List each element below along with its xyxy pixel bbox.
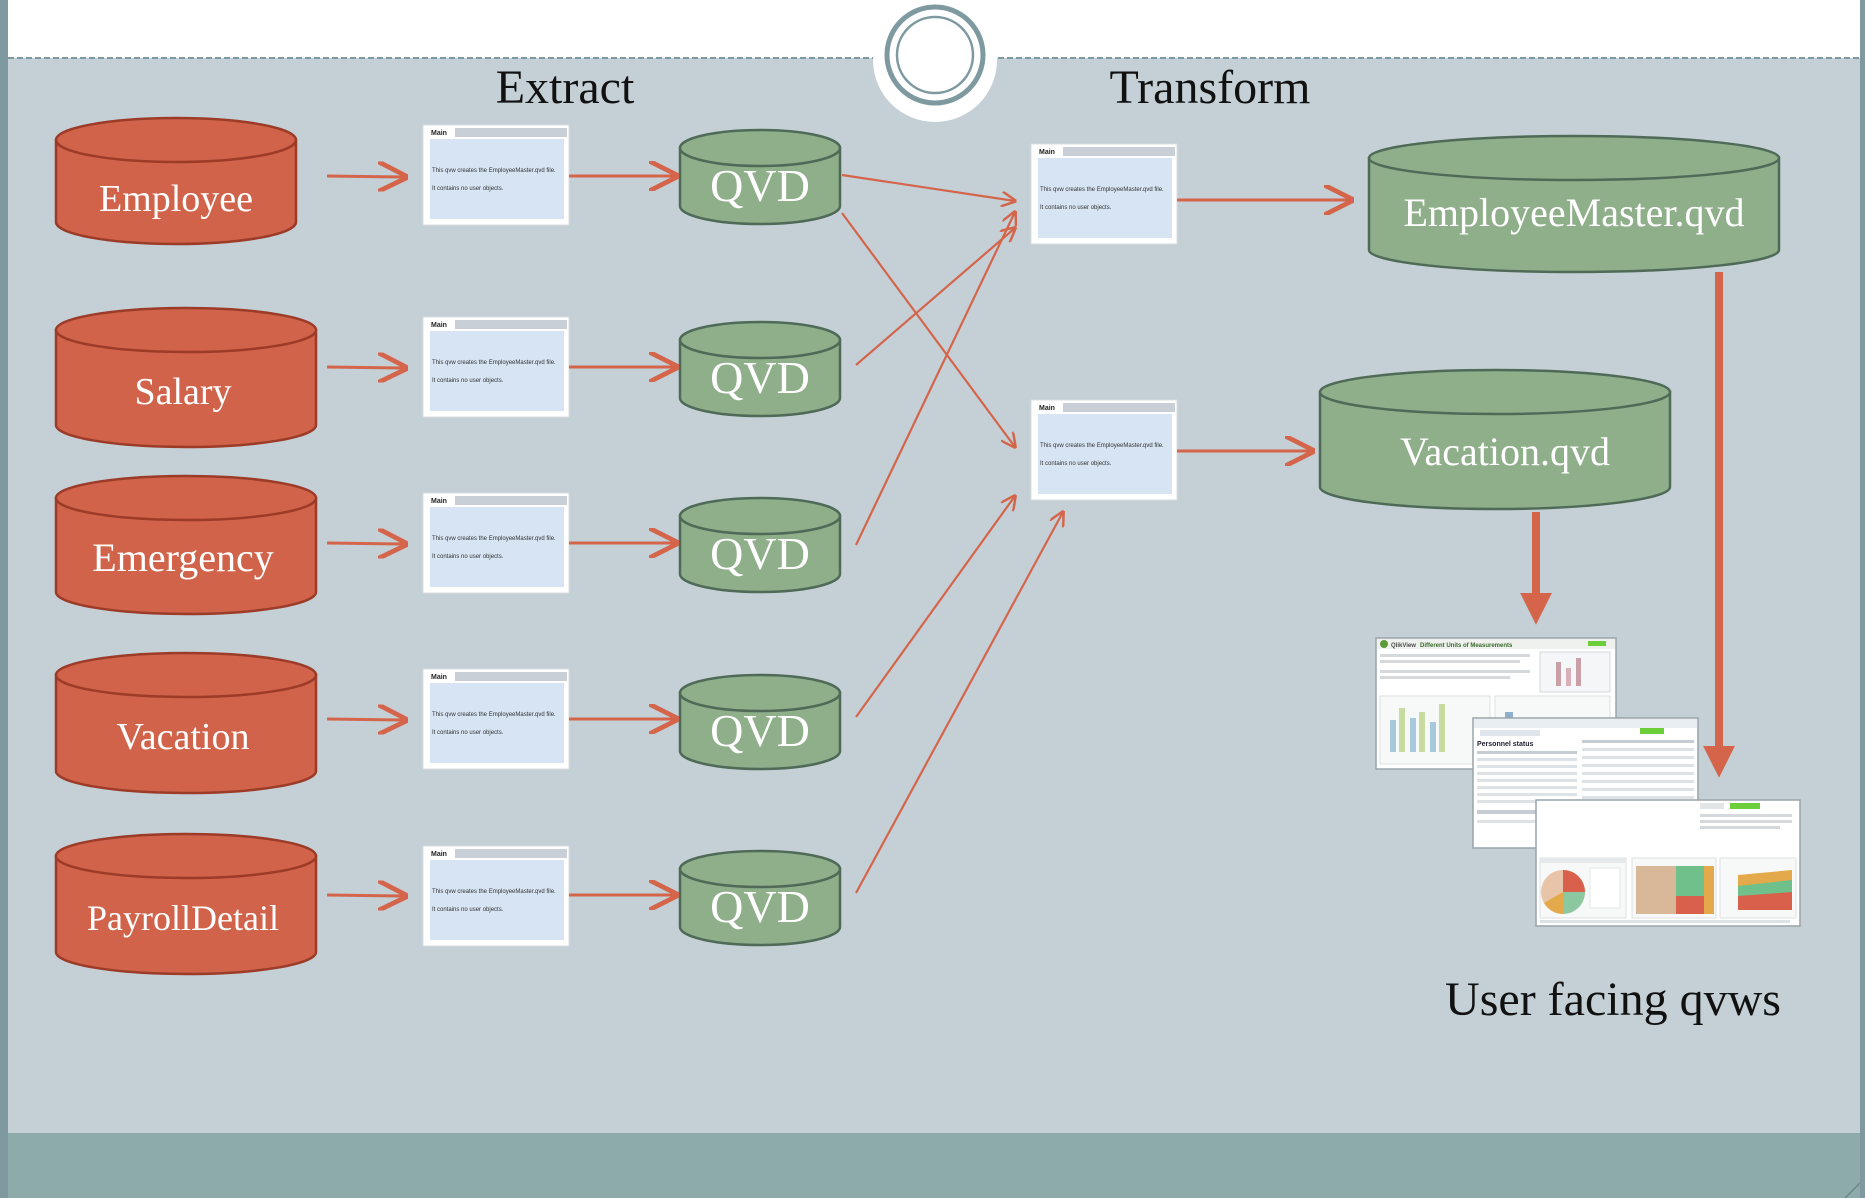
output-cylinder-vacation: Vacation.qvd	[1318, 368, 1672, 511]
output-label: EmployeeMaster.qvd	[1403, 190, 1744, 235]
source-cylinder-vacation: Vacation	[54, 651, 318, 795]
qvd-cylinder-1: QVD	[678, 128, 842, 226]
extract-qvw-3: Main This qvw creates the EmployeeMaster…	[422, 492, 570, 594]
source-cylinder-payrolldetail: PayrollDetail	[54, 832, 318, 976]
user-qvw-thumbnail-3	[1535, 799, 1801, 927]
svg-text:It contains no user objects.: It contains no user objects.	[432, 378, 504, 384]
svg-text:This qvw creates the EmployeeM: This qvw creates the EmployeeMaster.qvd …	[432, 360, 556, 366]
arrows-transform-in	[841, 173, 1063, 894]
svg-text:This qvw creates the EmployeeM: This qvw creates the EmployeeMaster.qvd …	[432, 712, 556, 718]
source-cylinder-salary: Salary	[54, 306, 318, 449]
svg-text:Different Units of Measurement: Different Units of Measurements	[1420, 643, 1513, 649]
output-cylinder-employeemaster: EmployeeMaster.qvd	[1367, 134, 1781, 274]
svg-text:Main: Main	[431, 498, 447, 505]
transform-qvw-1: Main This qvw creates the EmployeeMaster…	[1030, 143, 1178, 245]
source-label: Emergency	[92, 535, 273, 580]
arrows-extract-out	[569, 176, 676, 895]
svg-text:QlikView: QlikView	[1391, 643, 1416, 649]
extract-qvw-2: Main This qvw creates the EmployeeMaster…	[422, 316, 570, 418]
svg-text:It contains no user objects.: It contains no user objects.	[432, 907, 504, 913]
source-label: PayrollDetail	[87, 898, 279, 938]
svg-text:Main: Main	[431, 130, 447, 137]
source-cylinder-emergency: Emergency	[54, 474, 318, 616]
extract-qvw-4: Main This qvw creates the EmployeeMaster…	[422, 668, 570, 770]
qvd-label: QVD	[710, 160, 810, 211]
extract-qvw-5: Main This qvw creates the EmployeeMaster…	[422, 845, 570, 947]
qvd-label: QVD	[710, 528, 810, 579]
svg-text:Main: Main	[431, 674, 447, 681]
svg-text:Main: Main	[1039, 149, 1055, 156]
svg-text:This qvw creates the EmployeeM: This qvw creates the EmployeeMaster.qvd …	[1040, 187, 1164, 193]
svg-text:Main: Main	[431, 851, 447, 858]
source-label: Employee	[99, 178, 253, 220]
svg-text:It contains no user objects.: It contains no user objects.	[1040, 461, 1112, 467]
source-label: Vacation	[117, 716, 250, 758]
svg-text:Personnel status: Personnel status	[1477, 741, 1534, 748]
qvd-cylinder-4: QVD	[678, 673, 842, 771]
qvd-label: QVD	[710, 705, 810, 756]
transform-header: Transform	[1110, 61, 1311, 114]
source-cylinder-employee: Employee	[54, 116, 298, 246]
output-label: Vacation.qvd	[1400, 429, 1610, 474]
arrows-transform-out	[1177, 200, 1351, 451]
transform-qvw-2: Main This qvw creates the EmployeeMaster…	[1030, 399, 1178, 501]
qvd-cylinder-3: QVD	[678, 496, 842, 594]
arrows-to-user-qvws	[1520, 272, 1735, 778]
user-facing-caption: User facing qvws	[1445, 973, 1781, 1026]
qvd-label: QVD	[710, 352, 810, 403]
svg-text:Main: Main	[431, 322, 447, 329]
svg-text:It contains no user objects.: It contains no user objects.	[432, 730, 504, 736]
svg-text:This qvw creates the EmployeeM: This qvw creates the EmployeeMaster.qvd …	[432, 168, 556, 174]
svg-text:Main: Main	[1039, 405, 1055, 412]
svg-text:It contains no user objects.: It contains no user objects.	[432, 554, 504, 560]
svg-text:This qvw creates the EmployeeM: This qvw creates the EmployeeMaster.qvd …	[1040, 443, 1164, 449]
svg-text:This qvw creates the EmployeeM: This qvw creates the EmployeeMaster.qvd …	[432, 889, 556, 895]
qvd-cylinder-2: QVD	[678, 320, 842, 418]
extract-header: Extract	[496, 61, 635, 114]
arrows-extract-in	[326, 176, 405, 896]
source-label: Salary	[134, 371, 231, 413]
svg-text:This qvw creates the EmployeeM: This qvw creates the EmployeeMaster.qvd …	[432, 536, 556, 542]
footer-band	[8, 1133, 1860, 1198]
extract-qvw-1: Main This qvw creates the EmployeeMaster…	[422, 124, 570, 226]
svg-text:It contains no user objects.: It contains no user objects.	[1040, 205, 1112, 211]
svg-text:It contains no user objects.: It contains no user objects.	[432, 186, 504, 192]
qvd-cylinder-5: QVD	[678, 849, 842, 947]
qvd-label: QVD	[710, 881, 810, 932]
